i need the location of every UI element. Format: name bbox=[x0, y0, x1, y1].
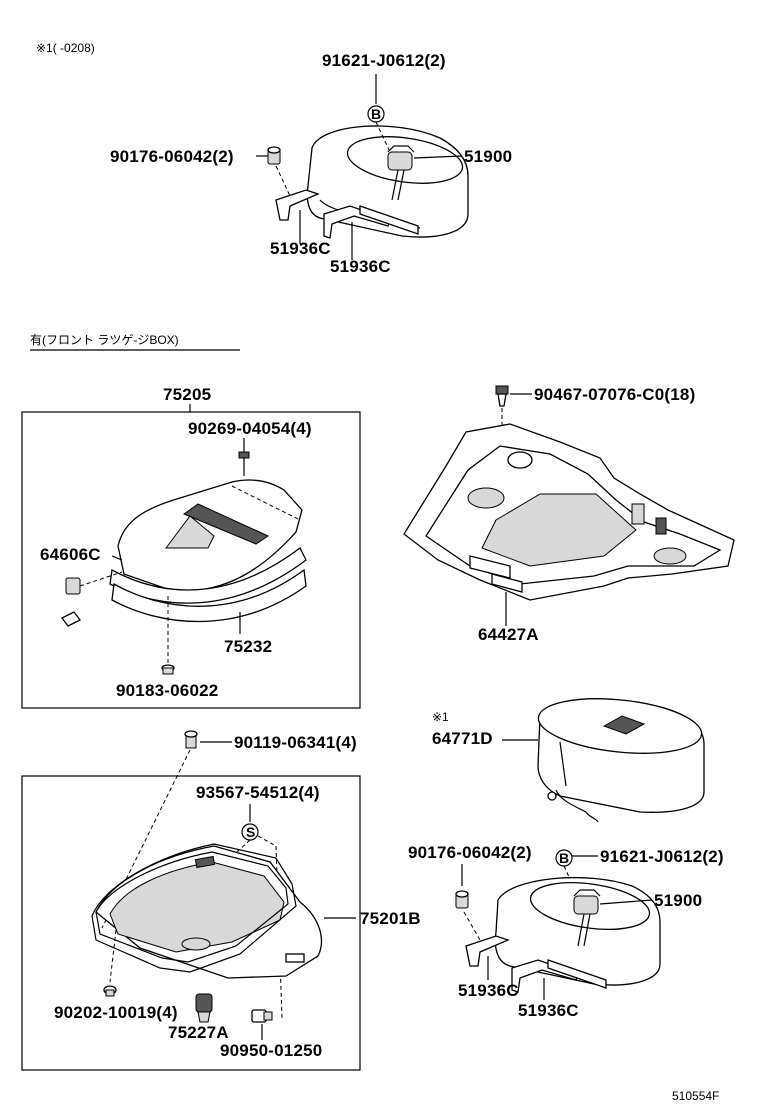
label-screw-93567: 93567-54512(4) bbox=[196, 783, 320, 802]
bracket-bottom-2 bbox=[511, 959, 607, 993]
label-star-note: ※1 bbox=[432, 710, 449, 724]
label-bracket-bottom-2: 51936C bbox=[518, 1001, 579, 1020]
label-plug-90950: 90950-01250 bbox=[220, 1041, 322, 1060]
clip-64606 bbox=[61, 577, 81, 627]
label-mat-64427: 64427A bbox=[478, 625, 539, 644]
clip-90202 bbox=[103, 985, 117, 997]
top-note-label: ※1( -0208) bbox=[36, 41, 95, 55]
bracket-top-1 bbox=[275, 189, 320, 221]
label-75205: 75205 bbox=[163, 385, 211, 404]
bumper-75227 bbox=[195, 993, 213, 1023]
label-clip-90202: 90202-10019(4) bbox=[54, 1003, 178, 1022]
screw-4054 bbox=[238, 451, 250, 476]
label-bracket-top-1: 51936C bbox=[270, 239, 331, 258]
bolt-90119 bbox=[184, 730, 198, 749]
label-clip-90467: 90467-07076-C0(18) bbox=[534, 385, 695, 404]
label-bumper-75227: 75227A bbox=[168, 1023, 229, 1042]
label-bolt-90119: 90119-06341(4) bbox=[234, 733, 357, 752]
clip-90467 bbox=[495, 385, 509, 407]
label-bracket-top-2: 51936C bbox=[330, 257, 391, 276]
box-75201 bbox=[91, 843, 322, 979]
label-grommet-90183: 90183-06022 bbox=[116, 681, 218, 700]
diagram-code: 510554F bbox=[672, 1089, 719, 1103]
label-lid-75232: 75232 bbox=[224, 637, 272, 656]
label-bracket-bottom-1: 51936C bbox=[458, 981, 519, 1000]
label-bolt2: 91621-J0612(2) bbox=[600, 847, 724, 866]
plug-90950 bbox=[251, 1009, 273, 1023]
nut-bottom bbox=[455, 890, 469, 909]
grommet-90183 bbox=[161, 664, 175, 675]
jack-part-bottom bbox=[573, 889, 601, 947]
label-bolt-top: 91621-J0612(2) bbox=[322, 51, 446, 70]
label-box-75201: 75201B bbox=[360, 909, 421, 928]
label-cover-64771: 64771D bbox=[432, 729, 493, 748]
label-nut2: 90176-06042(2) bbox=[408, 843, 532, 862]
bracket-top-2 bbox=[323, 205, 419, 239]
cover-64771 bbox=[537, 698, 705, 823]
marker-s-label: S bbox=[246, 824, 255, 840]
group-75201-frame bbox=[21, 775, 361, 1071]
marker-b-bottom-label: B bbox=[559, 850, 569, 866]
label-jack-bottom: 51900 bbox=[654, 891, 702, 910]
label-jack-top: 51900 bbox=[464, 147, 512, 166]
marker-b-top-label: B bbox=[371, 106, 381, 122]
lid-75205 bbox=[109, 479, 307, 623]
label-nut-top: 90176-06042(2) bbox=[110, 147, 234, 166]
jack-part-top bbox=[387, 145, 415, 201]
box-section-heading: 有(フロント ラツゲ-ジBOX) bbox=[30, 333, 179, 347]
nut-top bbox=[267, 146, 281, 165]
bracket-bottom-1 bbox=[465, 935, 510, 967]
label-clip-64606: 64606C bbox=[40, 545, 101, 564]
mat-64427 bbox=[403, 423, 735, 601]
label-screw-4054: 90269-04054(4) bbox=[188, 419, 312, 438]
group-75205-frame bbox=[21, 411, 361, 709]
